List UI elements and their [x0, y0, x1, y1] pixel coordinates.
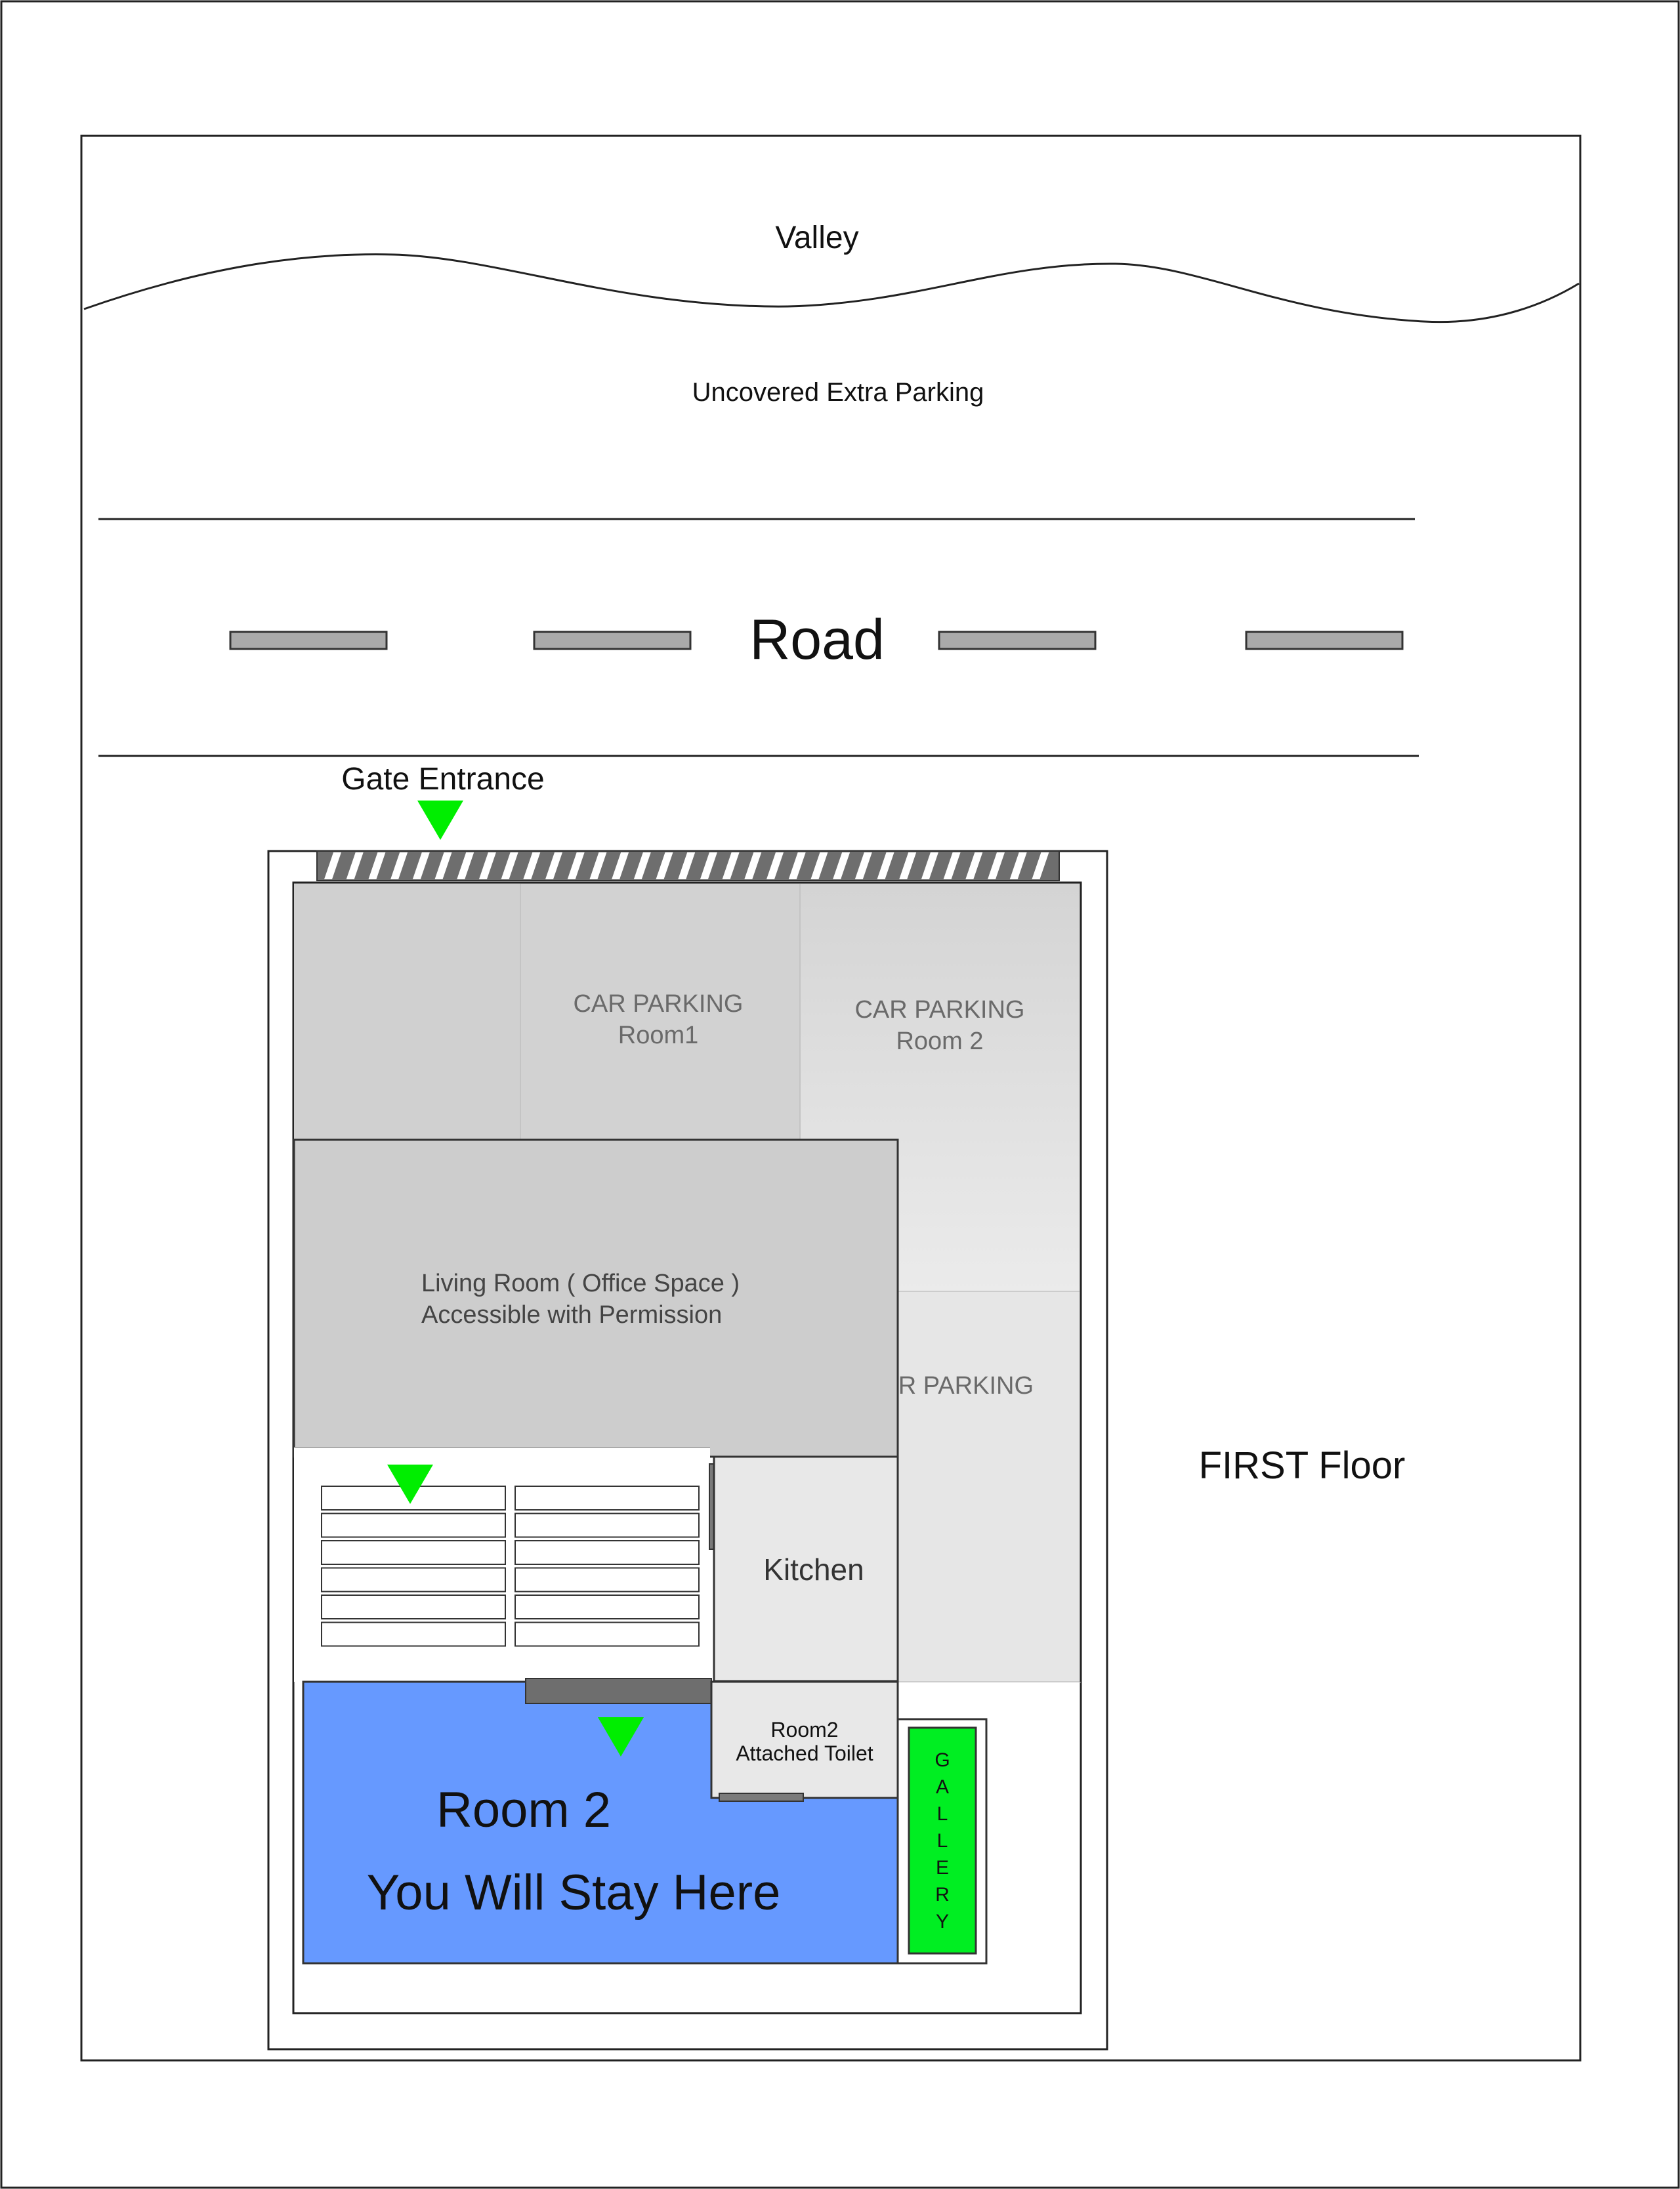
gate-stripe — [700, 852, 717, 879]
road-dash — [533, 631, 692, 650]
road-label: Road — [749, 608, 885, 671]
gate-stripe — [368, 852, 386, 879]
gallery — [908, 1726, 977, 1955]
gate-stripe — [788, 852, 806, 879]
gate-stripe — [434, 852, 452, 879]
gate-stripe — [523, 852, 541, 879]
car-parking-partial-label: R PARKING — [898, 1372, 1034, 1400]
car-parking-lower — [897, 1291, 1081, 1682]
stair-step — [321, 1567, 506, 1593]
gallery-letter: A — [936, 1776, 949, 1798]
gate-stripe — [346, 852, 364, 879]
gate-stripe — [943, 852, 961, 879]
uncovered-parking-label: Uncovered Extra Parking — [692, 378, 984, 407]
gate-stripe — [766, 852, 784, 879]
living-room-sublabel: Accessible with Permission — [421, 1301, 722, 1329]
gate-stripe — [744, 852, 762, 879]
gallery-letter: Y — [936, 1911, 949, 1932]
gate-stripe — [633, 852, 651, 879]
gate-entrance-label: Gate Entrance — [341, 762, 545, 797]
room-2-door — [525, 1678, 712, 1704]
gate-stripes — [324, 852, 1049, 879]
gate-stripe — [722, 852, 740, 879]
valley-label: Valley — [775, 220, 858, 255]
car-parking-room2-label: CAR PARKING — [854, 996, 1024, 1024]
gate-stripe — [545, 852, 562, 879]
stair-step — [514, 1621, 700, 1647]
stair-step — [514, 1540, 700, 1565]
gate-stripe — [899, 852, 917, 879]
stair-step — [514, 1486, 700, 1511]
gate-stripe — [988, 852, 1005, 879]
toilet-label: Room2 — [770, 1718, 838, 1741]
road-dash — [1245, 631, 1404, 650]
gate-stripe — [833, 852, 850, 879]
stair-step — [321, 1595, 506, 1619]
gate-stripe — [412, 852, 430, 879]
gate-stripe — [1009, 852, 1027, 879]
floor-label: FIRST Floor — [1199, 1444, 1406, 1487]
road-dash — [938, 631, 1097, 650]
car-parking-area-left — [294, 883, 520, 1140]
stair-step — [321, 1621, 506, 1647]
gallery-letter: L — [937, 1803, 948, 1825]
toilet-sublabel: Attached Toilet — [736, 1741, 873, 1765]
living-room — [293, 1138, 899, 1458]
gallery-letter: G — [934, 1749, 950, 1771]
kitchen — [713, 1455, 899, 1682]
stair-step — [514, 1595, 700, 1619]
kitchen-label: Kitchen — [763, 1553, 864, 1587]
gate-stripe — [501, 852, 518, 879]
gate-stripe — [324, 852, 341, 879]
gate-stripe — [921, 852, 938, 879]
gallery-letter: E — [936, 1857, 949, 1879]
car-parking-room2-sublabel: Room 2 — [896, 1028, 983, 1055]
gate-stripe — [965, 852, 983, 879]
valley-line — [83, 253, 1580, 323]
gate-stripe — [567, 852, 585, 879]
gate-stripe — [1032, 852, 1049, 879]
car-parking-room1 — [520, 883, 801, 1141]
gate-stripe — [589, 852, 607, 879]
gate-stripe — [656, 852, 673, 879]
stair-step — [321, 1512, 506, 1538]
room-2-marker — [598, 1717, 644, 1757]
car-parking-room1-label: CAR PARKING — [573, 990, 743, 1018]
gate-stripe — [810, 852, 828, 879]
gallery-letter: R — [935, 1884, 950, 1906]
gate-entrance-marker — [417, 801, 463, 840]
stair-step — [514, 1512, 700, 1538]
gate-stripe — [457, 852, 474, 879]
toilet-door — [719, 1793, 804, 1802]
gate-stripe — [854, 852, 872, 879]
gate-stripe — [478, 852, 496, 879]
gate-stripe — [612, 852, 629, 879]
living-room-label: Living Room ( Office Space ) — [421, 1270, 740, 1297]
road-dash — [229, 631, 388, 650]
gate-stripe — [877, 852, 894, 879]
stair-step — [514, 1567, 700, 1593]
staircase-marker — [387, 1465, 433, 1504]
car-parking-room1-sublabel: Room1 — [618, 1022, 699, 1049]
room-2-subtitle: You Will Stay Here — [367, 1865, 781, 1921]
attached-toilet — [710, 1680, 899, 1799]
gallery-letter: L — [937, 1830, 948, 1852]
room-2-title: Room 2 — [436, 1782, 611, 1838]
gate-stripe — [678, 852, 696, 879]
gate-stripe — [390, 852, 408, 879]
stair-step — [321, 1540, 506, 1565]
